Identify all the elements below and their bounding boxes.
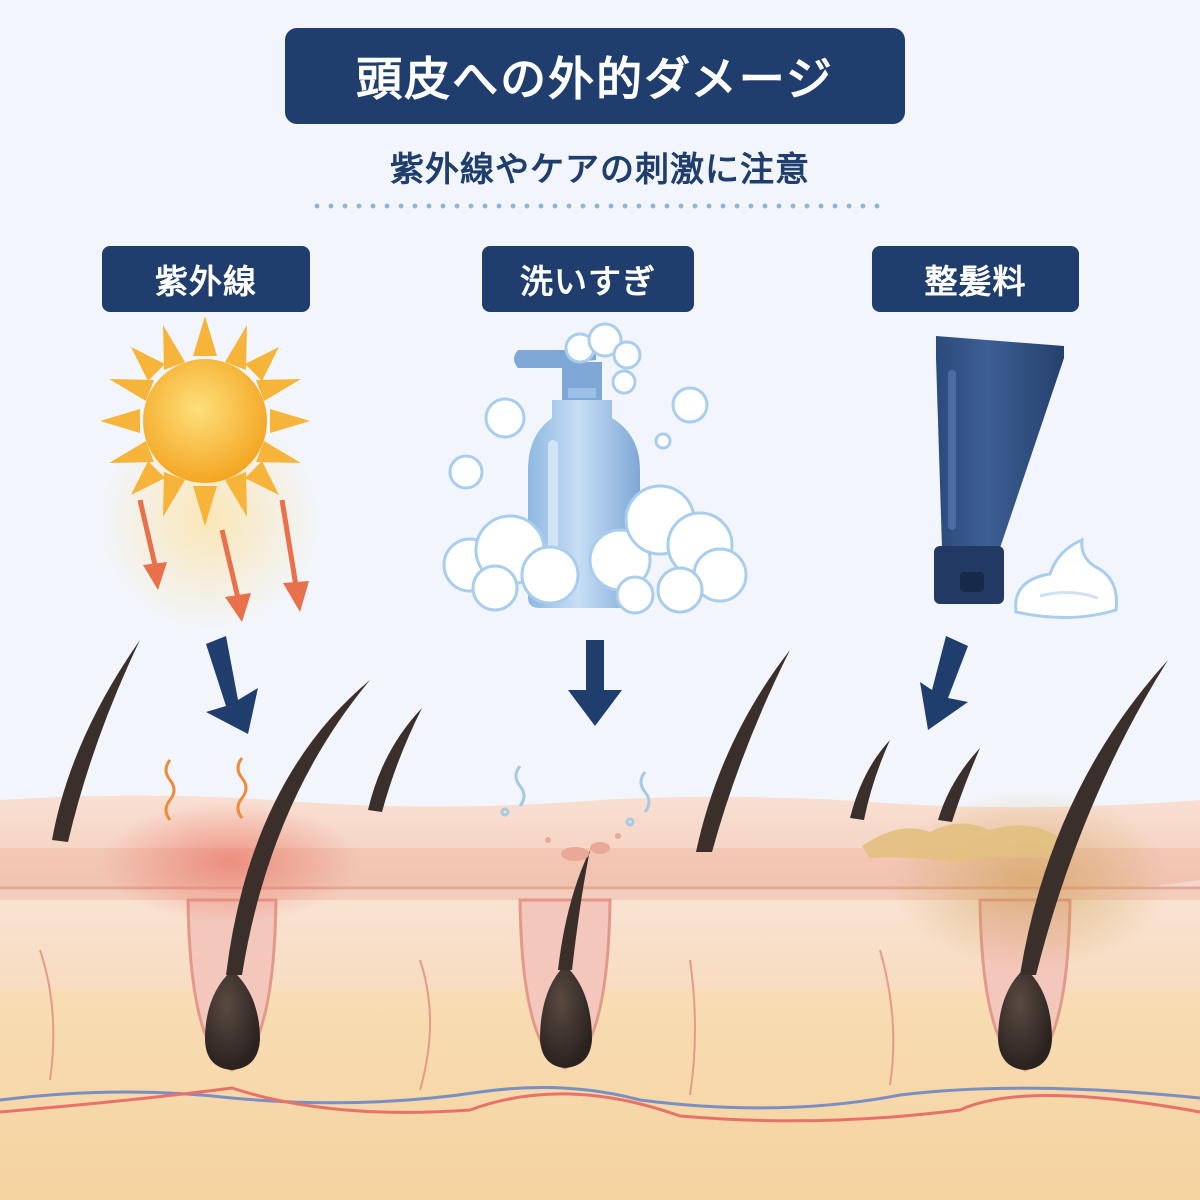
page-subtitle: 紫外線やケアの刺激に注意 [390,150,810,190]
foam-bubbles [442,322,748,615]
cream-dollop [1014,537,1119,620]
page-title: 頭皮への外的ダメージ [356,52,834,106]
styling-tube-icon [934,336,1064,604]
heat-wave-icons [164,757,248,821]
dryness-wave-icons [500,765,651,827]
title-banner: 頭皮への外的ダメージ [285,28,905,124]
category-label-styling-text: 整髪料 [924,262,1027,301]
flaking-skin [545,833,621,861]
category-label-styling: 整髪料 [872,246,1079,312]
category-label-uv: 紫外線 [102,246,310,312]
category-label-uv-text: 紫外線 [155,262,257,301]
category-label-wash-text: 洗いすぎ [520,262,656,301]
dotted-divider [310,203,888,209]
skin-cross-section [0,790,1200,1200]
category-label-wash: 洗いすぎ [482,246,694,312]
uv-ray-arrows [137,499,309,622]
hair-strands [52,640,1168,975]
down-arrow-icons [206,636,968,734]
